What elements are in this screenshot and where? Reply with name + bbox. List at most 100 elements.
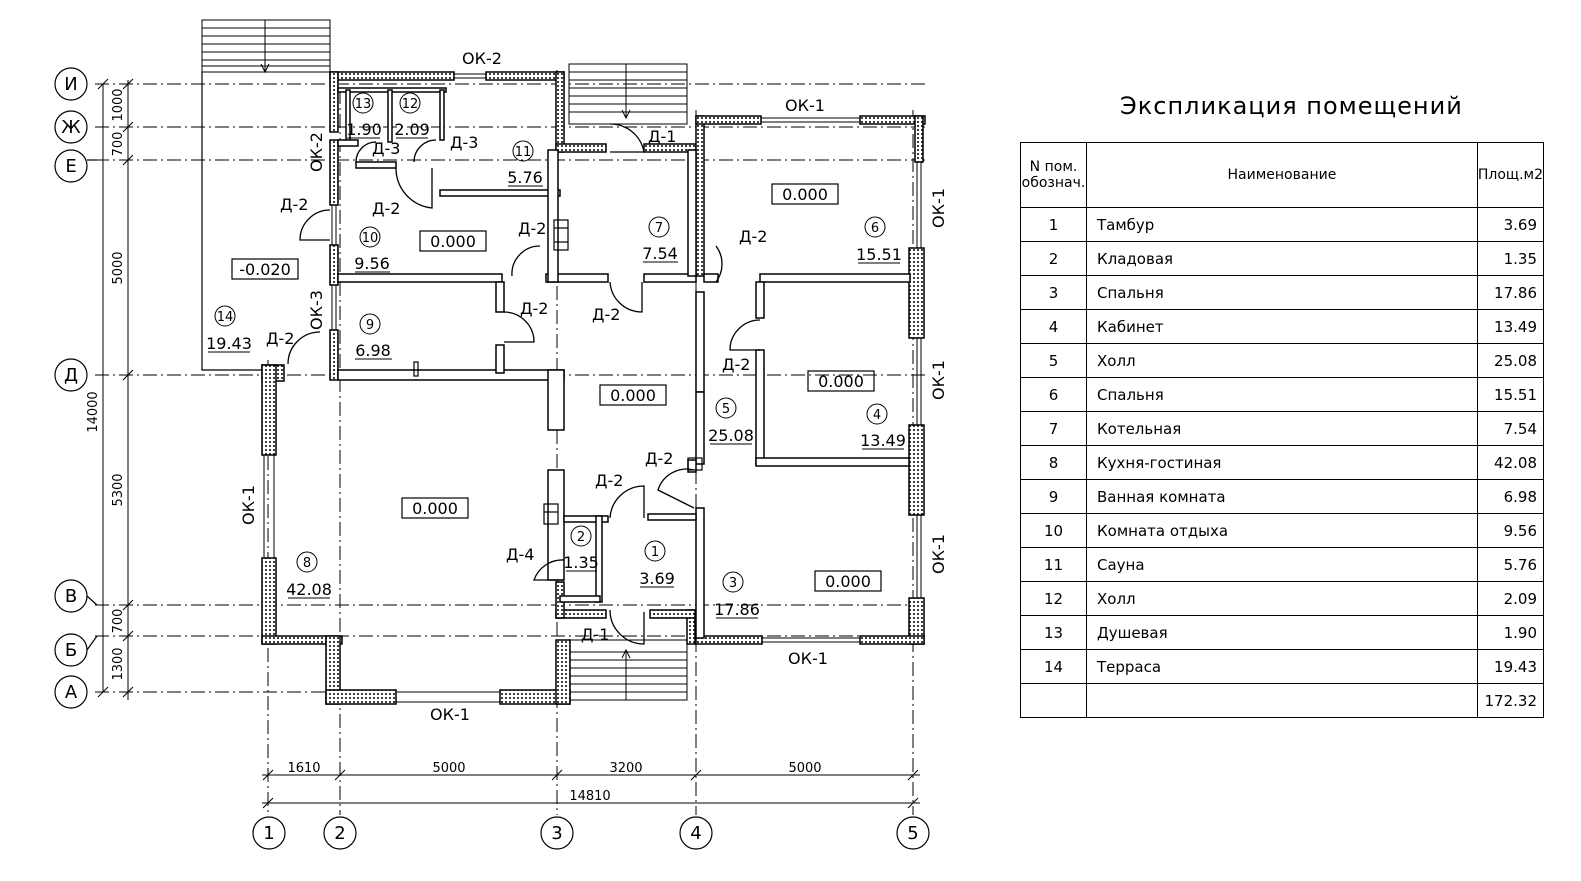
room-number: 14 <box>217 310 234 325</box>
axis-bubbles-letters <box>54 67 98 709</box>
room-area: 9.56 <box>354 254 390 273</box>
axis-label-3: 3 <box>551 823 562 844</box>
room-number: 6 <box>871 221 879 236</box>
door-label-d1-top: Д-1 <box>648 127 676 146</box>
room-area: 6.98 <box>355 341 391 360</box>
axis-label-b: Б <box>65 640 77 661</box>
window-label-left: ОК-1 <box>239 485 258 525</box>
dim-bottom-3200: 3200 <box>609 761 642 776</box>
axis-grid <box>95 70 925 815</box>
room-tag-circles <box>214 92 888 593</box>
stairs-top <box>568 63 688 125</box>
dim-left-5300: 5300 <box>111 473 126 506</box>
door-label-d2-f: Д-2 <box>592 305 620 324</box>
level-room6: 0.000 <box>782 185 828 204</box>
level-terrace: -0.020 <box>239 260 291 279</box>
stairs-terrace <box>201 19 331 74</box>
door-label-d2-a: Д-2 <box>280 195 308 214</box>
stairs-bottom <box>567 639 688 701</box>
total-area: 172.32 <box>1476 683 1545 718</box>
interior-walls <box>337 87 911 639</box>
terrace-outline <box>201 72 262 371</box>
row-area: 25.08 <box>1476 343 1545 378</box>
row-number: 3 <box>1020 275 1087 310</box>
row-number: 9 <box>1020 479 1087 514</box>
row-area: 42.08 <box>1476 445 1545 480</box>
dim-left-1000: 1000 <box>111 88 126 121</box>
explication-title: Экспликация помещений <box>1120 92 1463 120</box>
room-number: 9 <box>366 318 374 333</box>
dim-bottom-14810: 14810 <box>569 789 610 804</box>
axis-label-d: Д <box>64 365 78 386</box>
room-area: 13.49 <box>860 431 906 450</box>
row-area: 9.56 <box>1476 513 1545 548</box>
room-area: 25.08 <box>708 426 754 445</box>
table-total-row: 172.32 <box>1020 683 1545 718</box>
window-label-left-ok3: ОК-3 <box>307 290 326 330</box>
door-label-d2-c: Д-2 <box>518 219 546 238</box>
room-number: 10 <box>362 231 379 246</box>
room-area: 15.51 <box>856 245 902 264</box>
room-number: 11 <box>515 145 532 160</box>
window-lines <box>263 73 922 703</box>
window-label-top: ОК-2 <box>462 49 502 68</box>
axis-bubble-a <box>54 675 88 709</box>
table-header-row: N пом. обознач. Наименование Площ.м2 <box>1020 142 1545 208</box>
row-number: 5 <box>1020 343 1087 378</box>
row-area: 19.43 <box>1476 649 1545 684</box>
axis-label-zh: Ж <box>61 117 81 138</box>
header-area: Площ.м2 <box>1476 142 1545 208</box>
row-name: Спальня <box>1086 377 1478 412</box>
dim-left-5000: 5000 <box>111 251 126 284</box>
level-room8: 0.000 <box>412 499 458 518</box>
level-room10: 0.000 <box>430 232 476 251</box>
row-area: 2.09 <box>1476 581 1545 616</box>
axis-bubbles-numbers <box>252 816 930 850</box>
window-label-bottom-right: ОК-1 <box>788 649 828 668</box>
axis-bubble-d <box>54 358 88 392</box>
room-area: 19.43 <box>206 334 252 353</box>
room-area: 1.35 <box>563 553 599 572</box>
row-area: 1.90 <box>1476 615 1545 650</box>
axis-label-2: 2 <box>334 823 345 844</box>
dim-left-700-bottom: 700 <box>111 609 126 634</box>
row-number: 12 <box>1020 581 1087 616</box>
row-number: 7 <box>1020 411 1087 446</box>
row-area: 3.69 <box>1476 207 1545 242</box>
axis-bubble-i <box>54 67 88 101</box>
axis-label-v: В <box>65 586 77 607</box>
axis-bubble-3 <box>540 816 574 850</box>
room-number: 1 <box>651 545 659 560</box>
row-name: Кухня-гостиная <box>1086 445 1478 480</box>
door-label-d2-g: Д-2 <box>266 329 294 348</box>
door-label-d2-b: Д-2 <box>372 199 400 218</box>
row-number: 1 <box>1020 207 1087 242</box>
room-number: 3 <box>729 576 737 591</box>
dim-left-700-top: 700 <box>111 132 126 157</box>
room-area: 7.54 <box>642 244 678 263</box>
row-number: 11 <box>1020 547 1087 582</box>
row-area: 17.86 <box>1476 275 1545 310</box>
room-number: 12 <box>402 97 419 112</box>
row-area: 7.54 <box>1476 411 1545 446</box>
room-number: 13 <box>355 97 372 112</box>
room-tag-underlines <box>208 137 904 619</box>
floor-plan: И Ж Е Д В Б А 1000 700 5000 14000 5300 7… <box>54 19 948 850</box>
bottom-dimensions <box>262 769 920 809</box>
row-name: Холл <box>1086 581 1478 616</box>
row-number: 8 <box>1020 445 1087 480</box>
room-number: 8 <box>303 556 311 571</box>
door-label-d3-b: Д-3 <box>450 133 478 152</box>
door-swings <box>287 123 761 645</box>
row-name: Котельная <box>1086 411 1478 446</box>
row-name: Тамбур <box>1086 207 1478 242</box>
exterior-walls <box>261 71 926 705</box>
header-number: N пом. обознач. <box>1020 142 1087 208</box>
